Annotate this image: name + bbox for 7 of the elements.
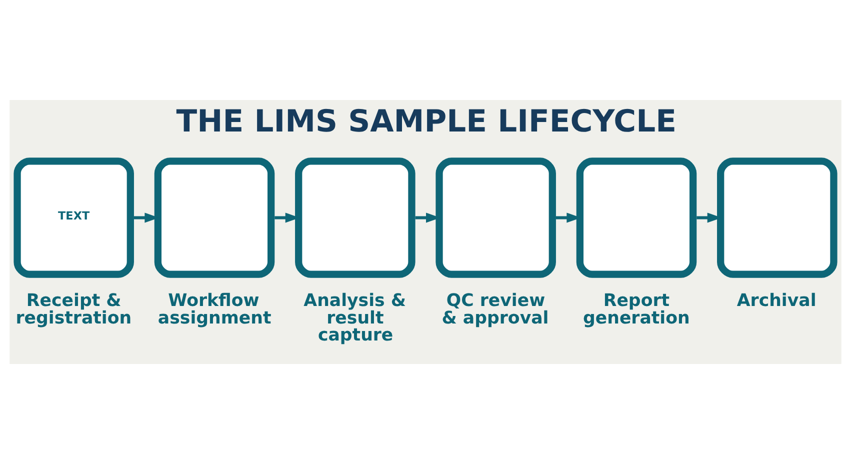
diagram-title: THE LIMS SAMPLE LIFECYCLE <box>176 104 676 140</box>
node-label: Archival <box>736 291 816 311</box>
node-label: Receipt & registration <box>15 291 132 328</box>
node-label: Analysis & result capture <box>303 291 406 346</box>
node-label: Workflow assignment <box>157 291 271 328</box>
node-label: QC review & approval <box>441 291 548 328</box>
node-label: Report generation <box>582 291 690 328</box>
